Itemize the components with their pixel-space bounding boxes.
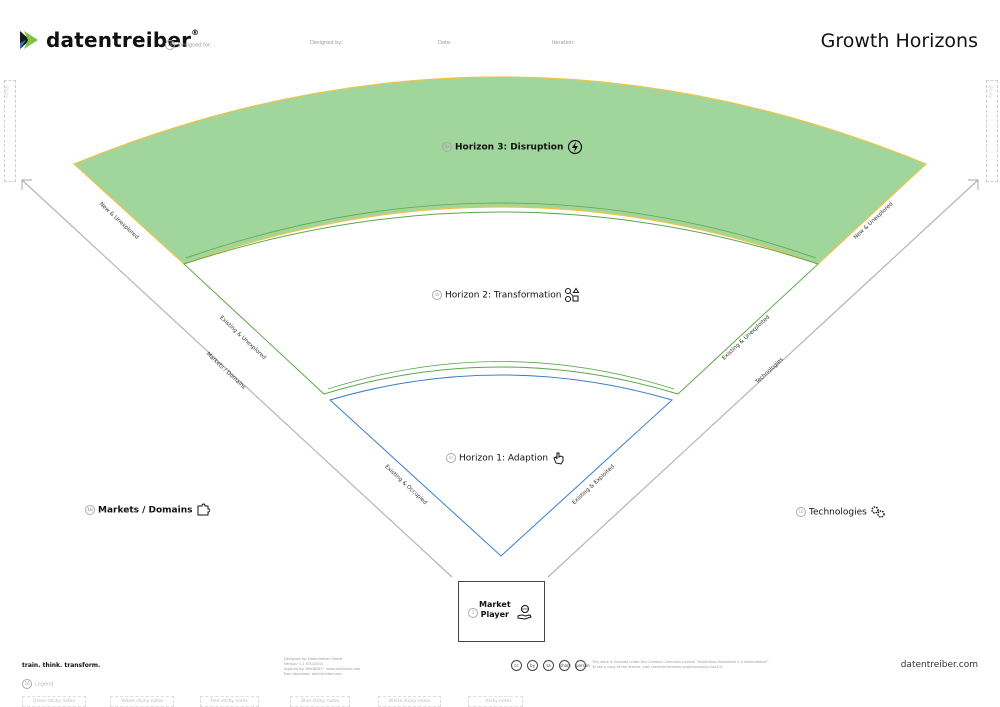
share-icon: share [559,660,571,671]
side-label-right: Sticky [988,86,993,98]
markets-axis-line [21,179,453,578]
markets-axis-arrow [21,179,32,190]
sa-icon: sa [543,660,554,671]
side-marker-right [986,80,998,182]
by-icon: by [527,660,538,671]
logo-icon [20,31,38,49]
gears-icon [871,506,885,518]
hand-pointer-icon [553,452,564,465]
side-label-left: Sticky [4,86,9,98]
legend-red: Red sticky notes [200,696,259,707]
legend-green: Green sticky notes [22,696,86,707]
side-marker-left [4,80,16,182]
canvas-title: Growth Horizons [820,30,978,52]
brand-url[interactable]: datentreiber.com [900,660,978,670]
tagline: train. think. transform. [22,662,101,669]
step-number: 16 [165,40,175,50]
meta-designed-by[interactable]: Designed by: [310,40,343,46]
legend-white: White sticky notes [378,696,442,707]
meta-iteration[interactable]: Iteration: [552,40,575,46]
globe-hand-icon [517,605,532,620]
horizon-3-inner-edge [185,202,817,259]
legend-other: ... sticky notes [468,696,523,707]
puzzle-icon [197,503,211,516]
horizon-2-band[interactable] [183,211,819,395]
horizon-3-band[interactable] [72,76,928,265]
market-player-box[interactable]: 1 Market Player [458,581,545,642]
legend-blue: Blue sticky notes [290,696,351,707]
legend-yellow: Yellow sticky notes [110,696,175,707]
technologies-axis-line [547,179,979,578]
horizon-2-inner-edge [327,361,675,390]
lightning-circle-icon [567,139,582,155]
person-icon: person [575,660,590,671]
cc-icon: cc [511,660,522,671]
license-icons: cc by sa share person [511,660,590,671]
horizon-1-band[interactable] [329,374,673,557]
credits: Designed by: Datentreiber GmbH Version: … [284,657,361,676]
meta-date[interactable]: Date: [438,40,452,46]
market-player-label: Market Player [479,600,511,619]
shapes-icon [565,287,580,302]
step-number: 1 [468,608,478,618]
license-text: This work is licensed under the Creative… [592,660,770,669]
technologies-axis-arrow [968,179,979,190]
